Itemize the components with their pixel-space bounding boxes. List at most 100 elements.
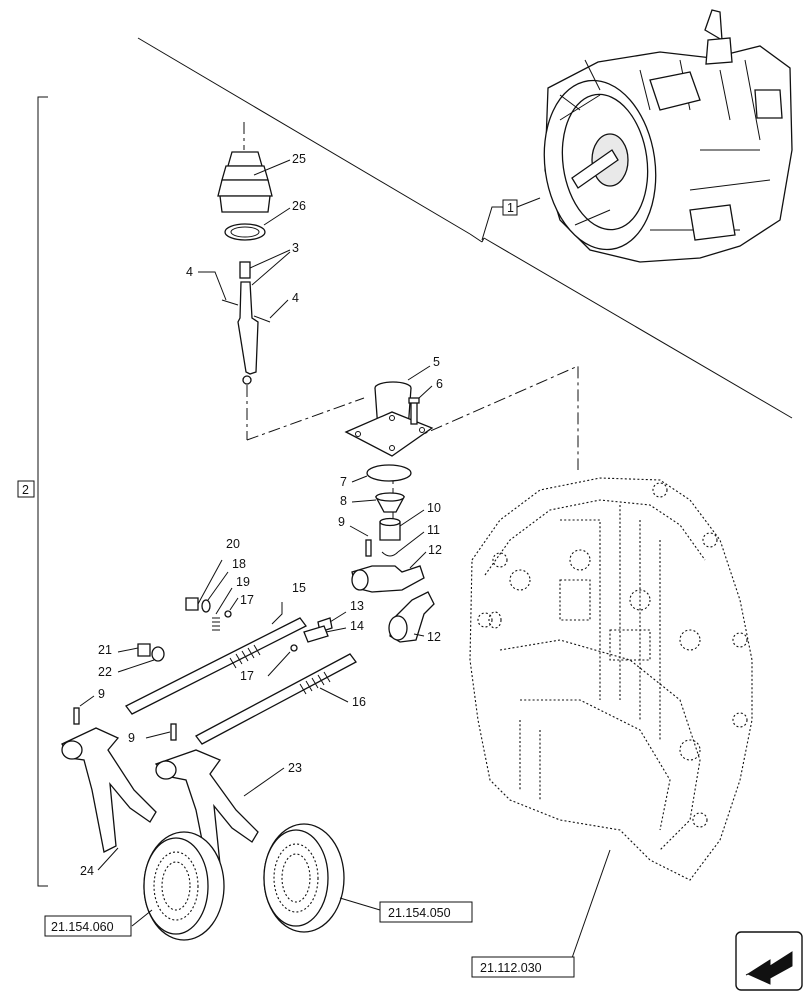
callout-17a: 17 xyxy=(240,593,254,607)
transmission-assembly-illustration xyxy=(543,9,793,263)
synchronizer-right xyxy=(263,823,345,933)
callout-20: 20 xyxy=(226,537,240,551)
callout-6: 6 xyxy=(436,377,443,391)
callout-17b: 17 xyxy=(240,669,254,683)
leader-ref-21112030 xyxy=(571,849,611,959)
callout-11: 11 xyxy=(427,523,440,537)
leader-12b xyxy=(413,633,425,637)
ref-box-21112030[interactable] xyxy=(471,956,575,978)
leader-17a xyxy=(229,597,239,611)
leader-ref-21154060 xyxy=(131,909,153,927)
callout-19: 19 xyxy=(236,575,250,589)
callout-25: 25 xyxy=(292,152,306,166)
callout-21: 21 xyxy=(98,643,112,657)
plug-20 xyxy=(185,597,199,611)
separator-join xyxy=(469,233,483,243)
shaft-15 xyxy=(125,617,307,715)
synchronizer-left xyxy=(143,831,225,941)
spring-19 xyxy=(212,617,220,631)
callout-5: 5 xyxy=(433,355,440,369)
leader-10 xyxy=(399,509,425,527)
leader-24 xyxy=(97,847,119,871)
callout-9a: 9 xyxy=(338,515,345,529)
leader-8 xyxy=(351,499,377,503)
separator-line-a xyxy=(137,37,471,235)
ref-box-21154060[interactable] xyxy=(44,915,132,937)
leader-6 xyxy=(418,385,433,399)
ref-21154050: 21.154.050 xyxy=(388,906,451,920)
callout-12b: 12 xyxy=(427,630,441,644)
fork-24 xyxy=(61,727,157,853)
callout-4b: 4 xyxy=(292,291,299,305)
leader-3 xyxy=(249,249,291,286)
callout-26: 26 xyxy=(292,199,306,213)
pin-9-left xyxy=(73,707,80,725)
ref-21112030: 21.112.030 xyxy=(480,961,542,975)
leader-4b xyxy=(269,299,289,319)
callout-18: 18 xyxy=(232,557,246,571)
leader-23 xyxy=(243,767,285,797)
leader-26 xyxy=(263,207,291,226)
callout-15: 15 xyxy=(292,581,306,595)
leader-22 xyxy=(117,659,155,673)
callout-7: 7 xyxy=(340,475,347,489)
callout-12a: 12 xyxy=(428,543,442,557)
callout-box-2[interactable] xyxy=(17,480,35,498)
callout-2: 2 xyxy=(22,483,29,497)
plug-21 xyxy=(137,643,151,657)
o-ring xyxy=(366,464,412,482)
leader-1 xyxy=(516,197,541,208)
leader-19 xyxy=(215,587,233,615)
axis-line-1 xyxy=(246,397,365,441)
ref-21154060: 21.154.060 xyxy=(51,920,114,934)
callout-8: 8 xyxy=(340,494,347,508)
back-arrow-icon[interactable] xyxy=(735,931,803,991)
callout-1: 1 xyxy=(507,201,514,215)
callout-9c: 9 xyxy=(128,731,135,745)
separator-line-b xyxy=(483,237,793,419)
callout-4a: 4 xyxy=(186,265,193,279)
group-bracket xyxy=(37,96,48,887)
leader-1b xyxy=(481,206,503,241)
leader-9a xyxy=(349,525,369,537)
washer-22 xyxy=(151,646,165,662)
shaft-16 xyxy=(195,653,357,745)
leader-5 xyxy=(407,365,431,381)
leader-9c xyxy=(145,731,171,739)
leader-9b xyxy=(79,695,95,707)
callout-23: 23 xyxy=(288,761,302,775)
callout-14: 14 xyxy=(350,619,364,633)
sleeve-3 xyxy=(239,261,251,279)
clip xyxy=(381,551,399,557)
gear-lever-assembly xyxy=(217,122,273,440)
leader-4a xyxy=(198,271,227,301)
leader-18 xyxy=(207,571,229,601)
leader-7 xyxy=(351,475,368,483)
plate-14 xyxy=(303,625,329,643)
callout-3: 3 xyxy=(292,241,299,255)
fork-23 xyxy=(154,749,259,871)
ref-box-21154050[interactable] xyxy=(379,901,473,923)
pin-9-mid xyxy=(170,723,177,741)
leader-21 xyxy=(117,647,139,653)
callout-13: 13 xyxy=(350,599,364,613)
lever-housing xyxy=(344,381,434,457)
leader-17b xyxy=(267,651,291,677)
leader-16 xyxy=(319,687,349,703)
washer-18 xyxy=(201,599,211,613)
selector-upper xyxy=(351,565,425,593)
callout-22: 22 xyxy=(98,665,112,679)
leader-11 xyxy=(397,531,425,553)
callout-10: 10 xyxy=(427,501,441,515)
callout-16: 16 xyxy=(352,695,366,709)
boot-top xyxy=(227,151,263,167)
leader-20 xyxy=(197,559,223,605)
separator-join-2 xyxy=(481,237,485,243)
leader-ref-21154050 xyxy=(339,897,381,911)
ball-17 xyxy=(224,610,232,618)
leader-13 xyxy=(329,611,347,623)
gearbox-housing-dotted xyxy=(469,477,753,881)
leader-15 xyxy=(271,602,283,625)
